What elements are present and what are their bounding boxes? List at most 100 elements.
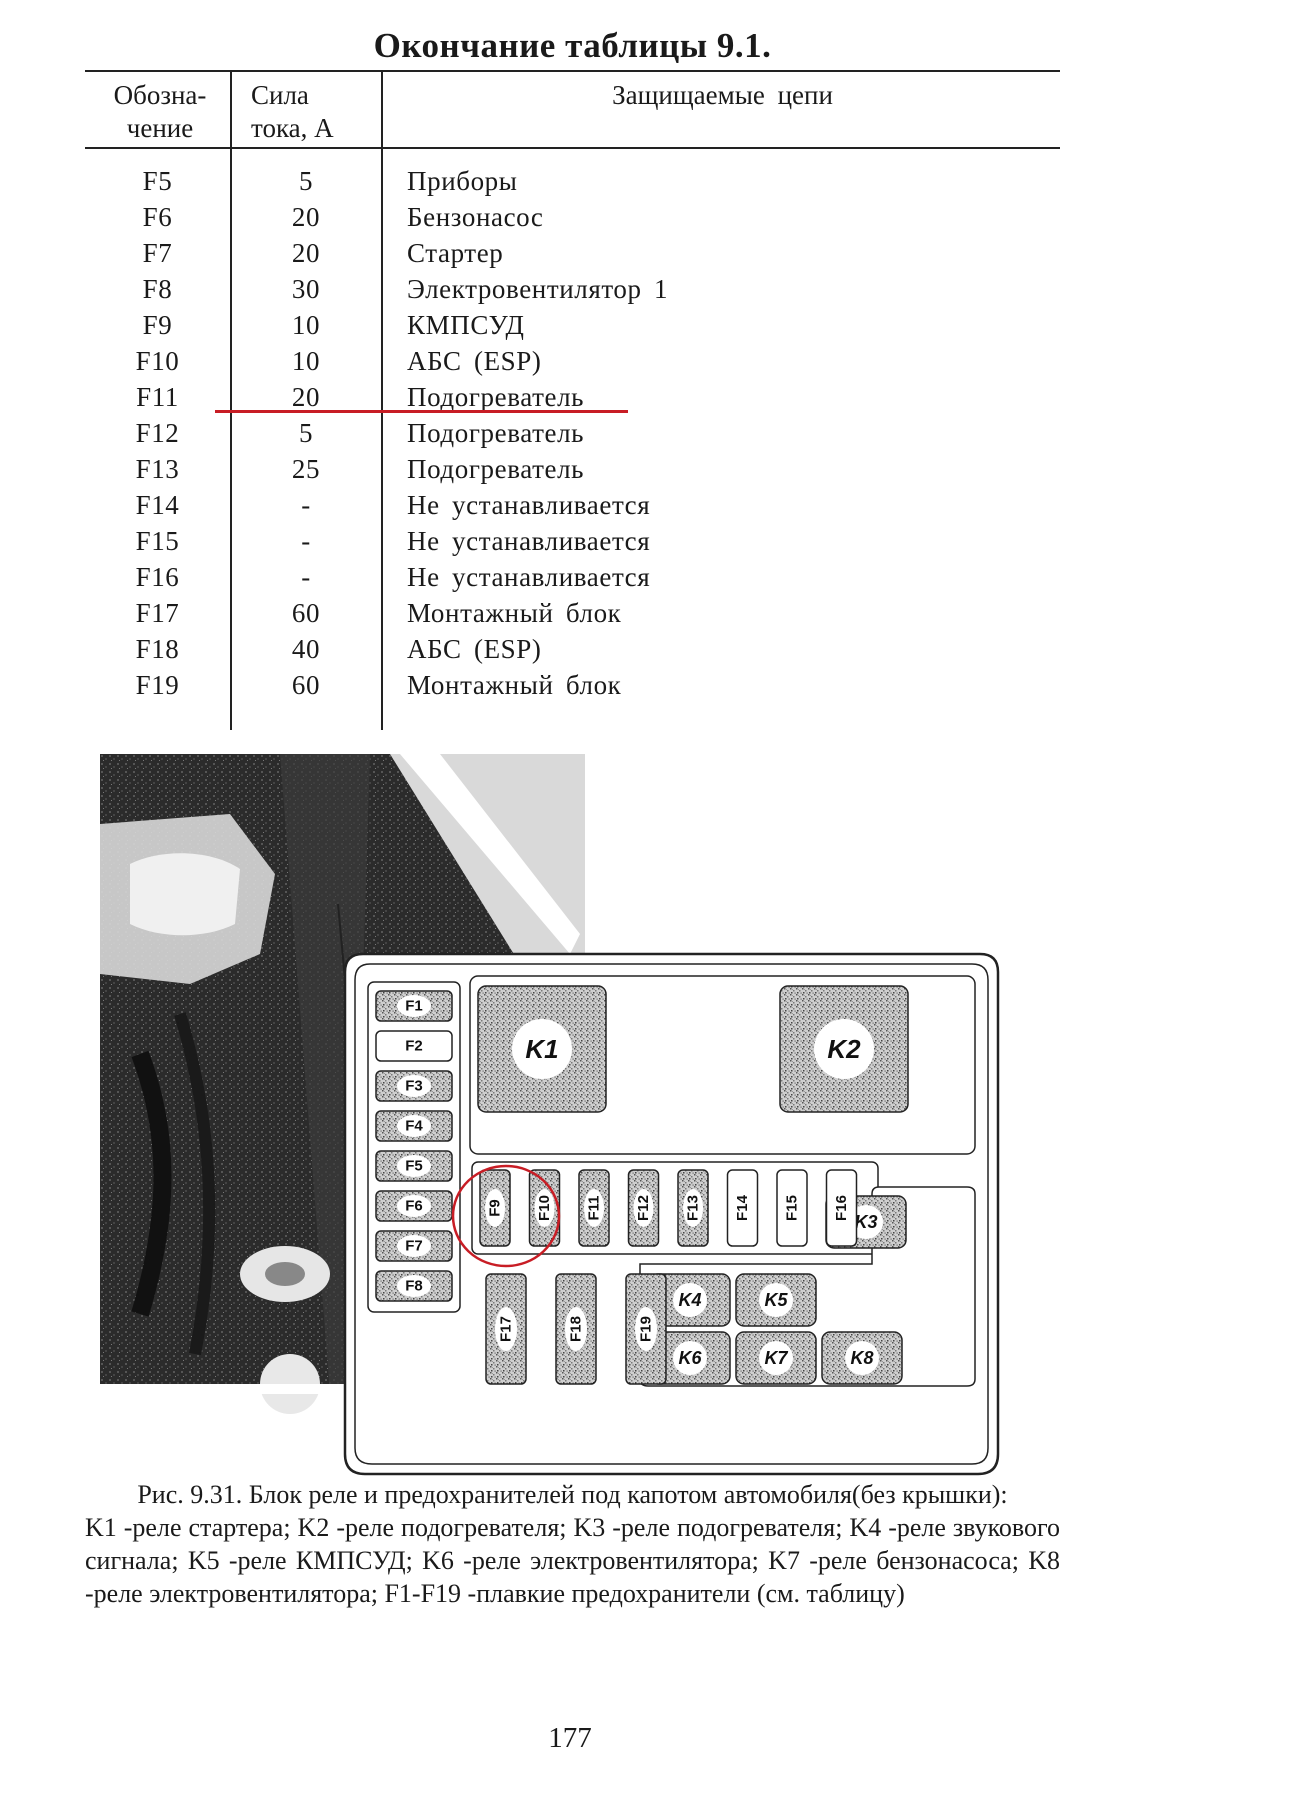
cell-current: 20 [291, 238, 321, 268]
table-header-rule [85, 147, 1060, 149]
relay-label: K8 [850, 1348, 873, 1368]
cell-designation: F17 [135, 598, 180, 628]
cell-circuit: Подогреватель [407, 382, 585, 412]
header-designation: Обозна- чение [95, 79, 225, 145]
fuse-f16 [825, 1169, 858, 1247]
header-current-line2: тока, А [251, 113, 334, 143]
fuse-label: F9 [487, 1199, 504, 1217]
cell-current: 5 [298, 166, 314, 196]
table-title: Окончание таблицы 9.1. [373, 26, 772, 65]
relay-label: K5 [764, 1290, 788, 1310]
cell-circuit: Подогреватель [407, 418, 585, 448]
caption-legend: K1 -реле стартера; K2 -реле подогревател… [85, 1513, 1060, 1608]
fuse-label-bg [397, 1155, 431, 1177]
cell-circuit: КМПСУД [407, 310, 525, 340]
fuse-f14 [726, 1169, 759, 1247]
cell-circuit: АБС (ESP) [407, 346, 542, 376]
cell-designation: F11 [136, 382, 179, 412]
relay-label: K1 [525, 1034, 558, 1064]
relay-label: K3 [854, 1212, 877, 1232]
table-col-divider-1 [230, 70, 232, 730]
cell-designation: F14 [135, 490, 180, 520]
highlight-circle [451, 1164, 561, 1268]
relay-label-bg [814, 1019, 874, 1079]
fuse-label: F7 [405, 1238, 423, 1255]
cell-circuit: АБС (ESP) [407, 634, 542, 664]
relay-label: K7 [764, 1348, 788, 1368]
cell-circuit: Монтажный блок [407, 598, 622, 628]
cell-designation: F19 [135, 670, 180, 700]
table-top-rule [85, 70, 1060, 72]
header-circuits: Защищаемые цепи [612, 80, 833, 110]
cell-circuit: Подогреватель [407, 454, 585, 484]
fuse-label-bg [495, 1307, 517, 1351]
cell-current: 25 [291, 454, 321, 484]
fuse-label-bg [397, 1115, 431, 1137]
cell-current: 20 [291, 382, 321, 412]
cell-designation: F7 [142, 238, 173, 268]
cell-current: 20 [291, 202, 321, 232]
cell-designation: F13 [135, 454, 180, 484]
fuse-label-bg [633, 1189, 654, 1227]
relay-label-bg [759, 1283, 793, 1317]
cell-circuit: Не устанавливается [407, 562, 651, 592]
cell-designation: F12 [135, 418, 180, 448]
cell-circuit: Бензонасос [407, 202, 544, 232]
fuse-label: F19 [638, 1316, 655, 1342]
fuse-label: F12 [635, 1195, 652, 1221]
header-designation-line1: Обозна- [113, 80, 207, 110]
table-row: F6 20 Бензонасос [85, 199, 1060, 235]
relay-label-bg [845, 1341, 879, 1375]
relay-label: K2 [827, 1034, 861, 1064]
red-underline [215, 410, 628, 413]
cell-designation: F8 [142, 274, 173, 304]
fuse-label: F18 [568, 1316, 585, 1342]
fuse-label-bg [397, 1075, 431, 1097]
fuse-label-bg [635, 1307, 657, 1351]
cell-current: - [301, 490, 311, 520]
table-row: F10 10 АБС (ESP) [85, 343, 1060, 379]
cell-current: - [301, 562, 311, 592]
fuse-label-bg [397, 1235, 431, 1257]
fuse-label: F5 [405, 1158, 423, 1175]
cell-current: 40 [291, 634, 321, 664]
cell-circuit: Не устанавливается [407, 526, 651, 556]
header-current-line1: Сила [251, 80, 309, 110]
fuse-label: F6 [405, 1198, 423, 1215]
table-row: F16-Не устанавливается [85, 559, 1060, 595]
fuse-label-bg [584, 1189, 604, 1227]
fuse-label: F17 [498, 1316, 515, 1342]
cell-designation: F10 [135, 346, 180, 376]
cell-current: 10 [291, 346, 321, 376]
fuse-label: F4 [405, 1118, 423, 1135]
cell-circuit: Монтажный блок [407, 670, 622, 700]
relay-label: K4 [678, 1290, 701, 1310]
fuse-label: F2 [405, 1038, 423, 1055]
cell-current: 30 [291, 274, 321, 304]
fuse-table: Обозна- чение Сила тока, А Защищаемые це… [85, 70, 1060, 730]
fuse-label-bg [397, 1275, 431, 1297]
caption-title: Рис. 9.31. Блок реле и предохранителей п… [137, 1480, 1008, 1509]
table-row: F15-Не устанавливается [85, 523, 1060, 559]
table-row: F14 - Не устанавливается [85, 487, 1060, 523]
cell-designation: F15 [135, 526, 180, 556]
figure-caption: Рис. 9.31. Блок реле и предохранителей п… [85, 1478, 1060, 1610]
fuse-label: F8 [405, 1278, 423, 1295]
relay-label-bg [759, 1341, 793, 1375]
cell-designation: F6 [142, 202, 173, 232]
cell-current: 5 [298, 418, 314, 448]
fuse-label: F16 [833, 1195, 850, 1221]
relay-label: K6 [678, 1348, 702, 1368]
page-number: 177 [548, 1722, 592, 1754]
cell-circuit: Электровентилятор 1 [407, 274, 669, 304]
cell-circuit: Не устанавливается [407, 490, 651, 520]
fuse-label-bg [397, 995, 431, 1017]
